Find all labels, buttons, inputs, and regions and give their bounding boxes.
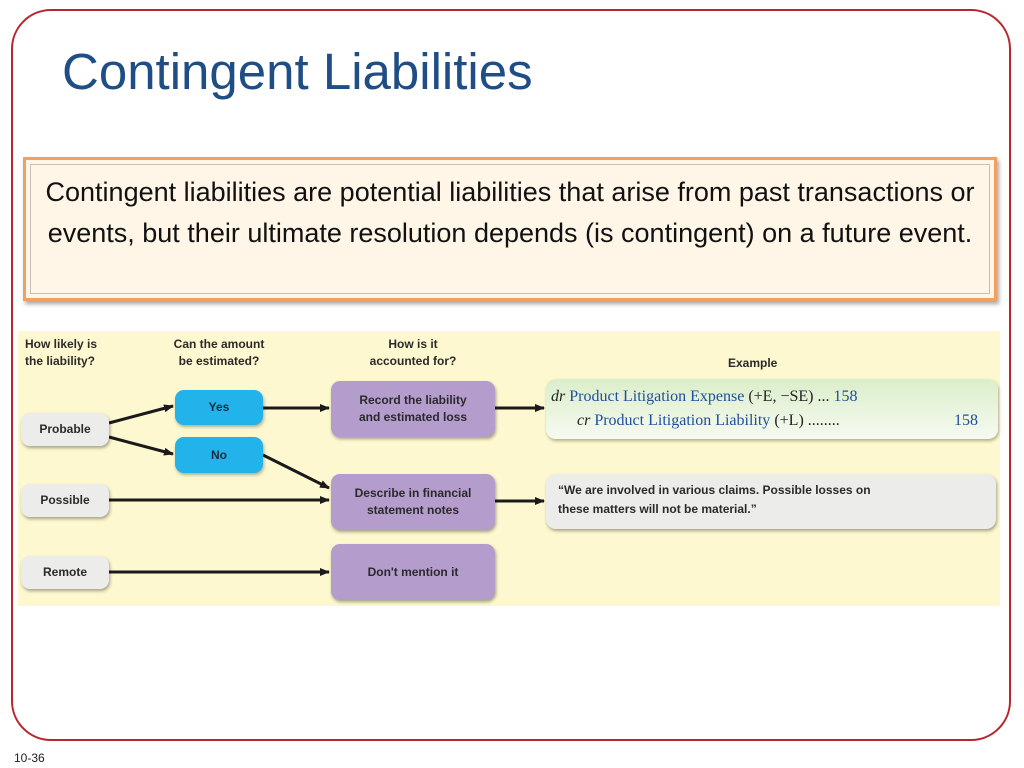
describe-line1: Describe in financial [354,486,472,500]
header-likelihood-line1: How likely is [25,337,98,351]
header-estimate: Can the amount be estimated? [164,336,274,370]
header-example: Example [728,356,778,370]
arrow-probable-to-no [108,435,174,456]
node-probable: Probable [21,413,109,446]
page-number: 10-36 [14,751,45,765]
credit-amount: 158 [954,412,978,429]
note-quote-line2: these matters will not be material.” [558,502,757,516]
definition-box-inner-border [30,164,990,294]
arrow-probable-to-yes [108,404,174,425]
debit-effect: (+E, −SE) ... [748,388,830,405]
slide-title: Contingent Liabilities [62,43,533,100]
node-describe-notes: Describe in financial statement notes [331,474,495,530]
header-accounting: How is it accounted for? [358,336,468,370]
node-no: No [175,437,263,473]
header-likelihood: How likely is the liability? [25,336,97,370]
node-possible: Possible [21,484,109,517]
record-line1: Record the liability [359,393,467,407]
node-remote: Remote [21,556,109,589]
journal-debit-line: dr Product Litigation Expense (+E, −SE) … [551,388,857,406]
header-estimate-line1: Can the amount [173,337,265,351]
definition-text: Contingent liabilities are potential lia… [45,177,975,248]
journal-credit-line: cr Product Litigation Liability (+L) ...… [577,412,840,430]
debit-amount: 158 [833,388,858,405]
credit-account: Product Litigation Liability [594,412,771,429]
diagram-arrows [108,404,545,576]
decision-diagram: How likely is the liability? Can the amo… [18,331,1000,606]
header-accounting-line1: How is it [388,337,438,351]
credit-amount-wrap: 158 [954,412,978,430]
describe-line2: statement notes [366,503,460,517]
journal-entry-box [546,379,998,439]
node-record-liability: Record the liability and estimated loss [331,381,495,437]
node-dont-mention: Don't mention it [331,544,495,600]
note-quote-line1: “We are involved in various claims. Poss… [558,483,871,497]
arrow-no-to-describe [262,453,330,490]
header-likelihood-line2: the liability? [25,354,96,368]
note-quote-box: “We are involved in various claims. Poss… [546,474,996,529]
credit-tag: cr [577,412,591,429]
debit-account: Product Litigation Expense [569,388,745,405]
debit-tag: dr [551,388,566,405]
node-yes: Yes [175,390,263,425]
credit-effect: (+L) ........ [774,412,840,429]
definition-box: Contingent liabilities are potential lia… [23,157,997,301]
header-estimate-line2: be estimated? [178,354,260,368]
slide-frame [11,9,1011,741]
record-line2: and estimated loss [358,410,468,424]
header-accounting-line2: accounted for? [369,354,457,368]
